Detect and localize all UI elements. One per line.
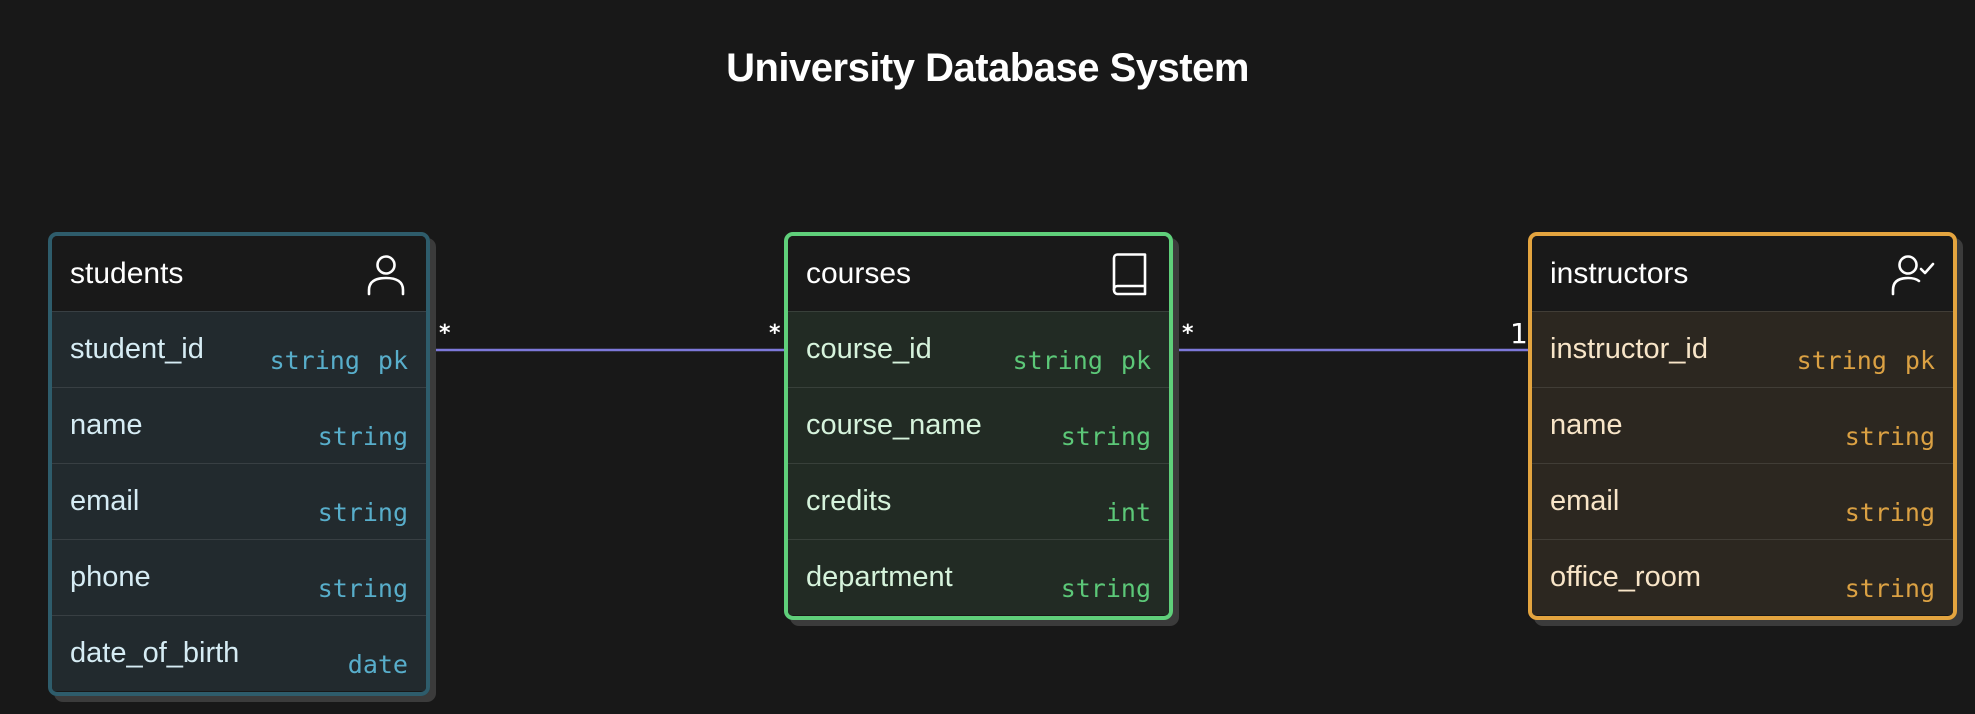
- attribute-row[interactable]: phone string: [52, 539, 426, 615]
- attribute-type: string: [317, 498, 408, 527]
- attribute-row[interactable]: office_room string: [1532, 539, 1953, 615]
- attribute-name: name: [70, 409, 143, 441]
- attribute-row[interactable]: date_of_birth date: [52, 615, 426, 691]
- attribute-row[interactable]: email string: [1532, 463, 1953, 539]
- attribute-name: department: [806, 561, 953, 593]
- entity-header: courses: [788, 236, 1169, 311]
- attribute-type: string: [317, 574, 408, 603]
- diagram-title: University Database System: [726, 46, 1249, 90]
- attribute-row[interactable]: credits int: [788, 463, 1169, 539]
- person-check-icon: [1891, 255, 1935, 296]
- attribute-row[interactable]: name string: [52, 387, 426, 463]
- cardinality-courses-side-right: *: [1182, 321, 1194, 346]
- attribute-name: phone: [70, 561, 151, 593]
- attribute-row[interactable]: email string: [52, 463, 426, 539]
- attribute-name: credits: [806, 485, 892, 517]
- attribute-name: email: [70, 485, 140, 517]
- attribute-type: date: [347, 650, 408, 679]
- attribute-row[interactable]: course_name string: [788, 387, 1169, 463]
- entity-name: courses: [806, 256, 912, 290]
- entity-name: instructors: [1550, 256, 1689, 290]
- attribute-type: string: [317, 422, 408, 451]
- attribute-type: string: [1060, 422, 1151, 451]
- cardinality-students-side: *: [439, 321, 451, 346]
- attribute-name: course_id: [806, 333, 932, 365]
- entity-header: students: [52, 236, 426, 311]
- cardinality-courses-side-left: *: [769, 321, 781, 346]
- person-icon: [367, 255, 405, 296]
- cardinality-instructors-side: 1: [1510, 317, 1528, 350]
- primary-key-badge: pk: [377, 346, 408, 375]
- primary-key-badge: pk: [1904, 346, 1935, 375]
- entity-name: students: [70, 256, 184, 290]
- attribute-type: string: [1060, 574, 1151, 603]
- attribute-name: instructor_id: [1550, 333, 1708, 365]
- attribute-name: email: [1550, 485, 1620, 517]
- attribute-type: string: [1844, 498, 1935, 527]
- attribute-row[interactable]: name string: [1532, 387, 1953, 463]
- attribute-name: name: [1550, 409, 1623, 441]
- attribute-type: string: [1844, 574, 1935, 603]
- attribute-row[interactable]: department string: [788, 539, 1169, 615]
- attribute-name: student_id: [70, 333, 204, 365]
- book-icon: [1112, 253, 1147, 296]
- attribute-type: string: [1844, 422, 1935, 451]
- attribute-name: course_name: [806, 409, 982, 441]
- attribute-name: office_room: [1550, 561, 1701, 593]
- attribute-name: date_of_birth: [70, 637, 240, 669]
- primary-key-badge: pk: [1120, 346, 1151, 375]
- entity-header: instructors: [1532, 236, 1953, 311]
- attribute-type: int: [1105, 498, 1151, 527]
